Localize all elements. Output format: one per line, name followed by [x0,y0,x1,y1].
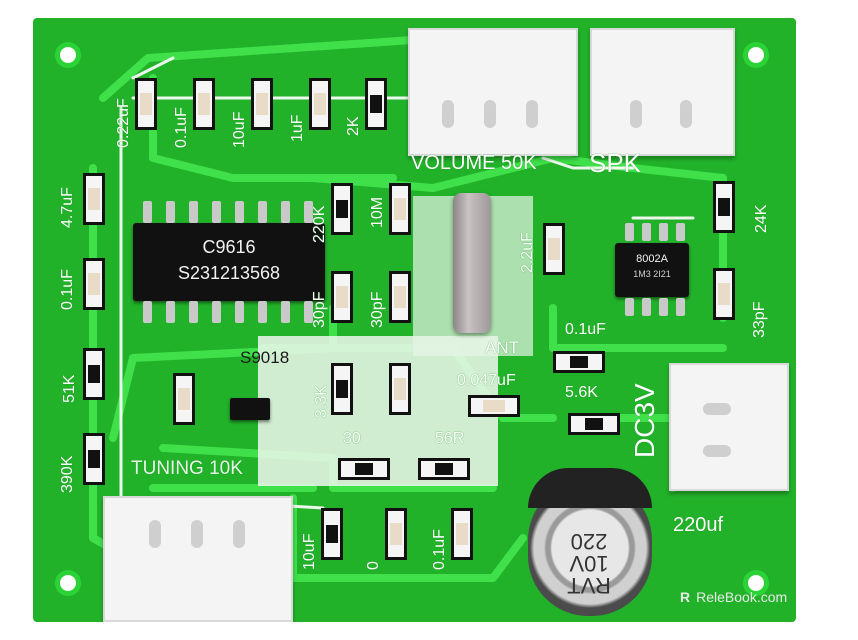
label-56k: 5.6K [565,384,598,401]
main-ic-marking-1: C9616 [202,237,256,257]
amp-ic-marking-1: 8002A [636,253,668,265]
cap-47uf [83,173,105,225]
cap-22uf [543,223,565,275]
label-56r: 56R [435,430,465,447]
label-ant: ANT [485,338,519,357]
cap-10uf-bottom [321,508,343,560]
label-s9018: S9018 [240,348,290,367]
speaker-connector [590,28,735,156]
label-10m: 10M [369,196,386,228]
label-2k: 2K [345,116,362,136]
label-33pf: 33pF [751,301,768,338]
label-01uf-left: 0.1uF [59,269,76,310]
res-51k [83,348,105,400]
label-24k: 24K [753,204,770,233]
cap-30 [389,363,411,415]
res-220k [331,183,353,235]
cap-10uf-top [251,78,273,130]
res-24k [713,181,735,233]
res-33k [331,363,353,415]
res-56r [418,458,470,480]
label-390k: 390K [59,455,76,493]
label-51k: 51K [61,374,78,403]
cap-01uf-bottom [451,508,473,560]
s9018-transistor [230,398,270,420]
label-30: 30 [343,430,361,447]
elcap-line-2: 10V [569,551,609,576]
label-33k: 3.3K [313,385,330,418]
label-01uf-right: 0.1uF [565,321,606,338]
label-22uf: 2.2uF [519,232,536,273]
main-ic-chip: C9616 S231213568 [133,223,325,301]
pcb-board: C9616 S231213568 8002A 1M3 2I21 RVT 10V … [33,18,796,622]
label-volume: VOLUME 50K [411,152,537,174]
mounting-hole-top-right [743,42,769,68]
crystal-oscillator [453,193,491,333]
cap-0-bottom [385,508,407,560]
res-10m [389,183,411,235]
label-10uf-bottom: 10uF [301,533,318,570]
label-tuning: TUNING 10K [131,458,243,479]
cap-33pf [713,268,735,320]
label-30pf-b: 30pF [369,291,386,328]
mounting-hole-bottom-left [55,570,81,596]
mounting-hole-top-left [55,42,81,68]
volume-connector [408,28,578,156]
amplifier-ic-chip: 8002A 1M3 2I21 [615,243,689,297]
label-0-bottom: 0 [365,561,382,570]
label-47uf: 4.7uF [59,187,76,228]
tuning-connector [103,496,293,622]
dc-power-connector [669,363,789,491]
cap-01uf-right [553,351,605,373]
watermark-text: ReleBook.com [696,589,788,605]
cap-01uf-left [83,258,105,310]
label-1uf-top: 1uF [289,114,306,142]
cap-transistor [173,373,195,425]
cap-022uf [135,78,157,130]
mounting-hole-bottom-right [743,570,769,596]
label-dc3v: DC3V [629,383,660,458]
label-047uf: 0.047uF [457,372,516,389]
watermark: R ReleBook.com [680,589,787,605]
amp-ic-marking-2: 1M3 2I21 [633,269,671,279]
label-spk: SPK [589,148,642,178]
elcap-line-3: 220 [570,529,608,554]
watermark-logo-icon: R [680,589,691,605]
cap-1uf-top [309,78,331,130]
res-56k [568,413,620,435]
res-390k [83,433,105,485]
label-30pf-a: 30pF [311,291,328,328]
label-220uf: 220uf [673,514,724,536]
label-220k: 220K [311,205,328,243]
electrolytic-capacitor: RVT 10V 220 [528,468,656,618]
res-2k [365,78,387,130]
elcap-line-1: RVT [567,573,611,598]
main-ic-marking-2: S231213568 [177,263,281,283]
cap-01uf-top [193,78,215,130]
cap-30pf-b [389,271,411,323]
label-022uf: 0.22uF [115,98,132,148]
label-01uf-top: 0.1uF [173,107,190,148]
cap-047uf [468,395,520,417]
cap-30pf-a [331,271,353,323]
res-30-h [338,458,390,480]
label-10uf-top: 10uF [231,111,248,148]
label-01uf-bottom: 0.1uF [431,529,448,570]
